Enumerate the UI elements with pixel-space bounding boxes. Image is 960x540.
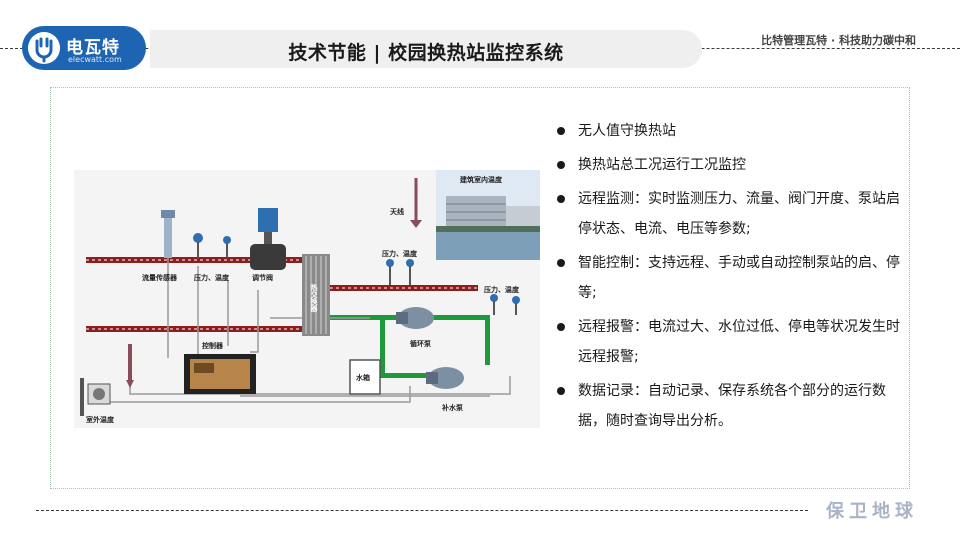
label-heat-exchanger: 热交换器 bbox=[310, 283, 319, 313]
pressure-temp-gauges-middle bbox=[386, 259, 414, 285]
feature-list: 无人值守换热站 换热站总工况运行工况监控 远程监测：实时监测压力、流量、阀门开度… bbox=[556, 116, 906, 440]
label-regulating-valve: 调节阀 bbox=[252, 273, 273, 282]
circulation-pump-device bbox=[396, 307, 434, 329]
label-circulation-pump: 循环泵 bbox=[410, 339, 431, 348]
list-item: 远程监测：实时监测压力、流量、阀门开度、泵站启停状态、电流、电压等参数; bbox=[556, 184, 906, 244]
label-water-tank: 水箱 bbox=[356, 373, 370, 382]
heat-exchange-station-diagram: 建筑室内温度 天线 流量传感器 压力、温度 调节阀 热交换器 压力、温度 压力、… bbox=[74, 170, 540, 428]
label-pressure-temp-2: 压力、温度 bbox=[382, 249, 418, 258]
pressure-temp-gauges-left bbox=[193, 233, 231, 258]
list-item: 无人值守换热站 bbox=[556, 116, 906, 146]
logo-url: elecwatt.com bbox=[68, 55, 122, 64]
pressure-temp-gauges-right bbox=[490, 294, 520, 315]
controller-device bbox=[184, 354, 256, 394]
list-item: 换热站总工况运行工况监控 bbox=[556, 150, 906, 180]
footer-divider bbox=[36, 510, 808, 511]
list-item: 数据记录：自动记录、保存系统各个部分的运行数据，随时查询导出分析。 bbox=[556, 376, 906, 436]
footer-slogan: 保卫地球 bbox=[826, 501, 918, 522]
list-item: 远程报警：电流过大、水位过低、停电等状况发生时远程报警; bbox=[556, 312, 906, 372]
building-photo bbox=[436, 170, 540, 260]
header-tagline: 比特管理瓦特 · 科技助力碳中和 bbox=[761, 34, 916, 47]
label-building-temp: 建筑室内温度 bbox=[460, 175, 503, 184]
label-antenna: 天线 bbox=[390, 207, 404, 216]
label-makeup-pump: 补水泵 bbox=[441, 403, 463, 412]
makeup-pump-device bbox=[426, 367, 464, 389]
heat-exchanger-device bbox=[302, 254, 330, 336]
page-title: 技术节能 | 校园换热站监控系统 bbox=[288, 42, 564, 64]
title-bar: 技术节能 | 校园换热站监控系统 bbox=[150, 30, 702, 68]
label-pressure-temp-1: 压力、温度 bbox=[194, 273, 230, 282]
label-flow-sensor: 流量传感器 bbox=[142, 273, 178, 282]
regulating-valve-device bbox=[250, 208, 286, 270]
flow-sensor-device bbox=[161, 210, 175, 258]
list-item: 智能控制：支持远程、手动或自动控制泵站的启、停等; bbox=[556, 248, 906, 308]
indoor-sensor-stem bbox=[126, 344, 134, 388]
water-tank-device bbox=[349, 359, 381, 395]
logo[interactable]: 电瓦特 elecwatt.com bbox=[22, 26, 146, 70]
antenna-icon bbox=[410, 178, 422, 228]
outdoor-temp-sensor bbox=[80, 378, 111, 416]
power-plug-icon bbox=[28, 32, 60, 64]
label-controller: 控制器 bbox=[202, 341, 224, 350]
label-pressure-temp-3: 压力、温度 bbox=[484, 285, 520, 294]
label-outdoor-temp: 室外温度 bbox=[86, 415, 115, 424]
logo-name: 电瓦特 bbox=[66, 38, 120, 58]
content-frame bbox=[50, 87, 910, 489]
